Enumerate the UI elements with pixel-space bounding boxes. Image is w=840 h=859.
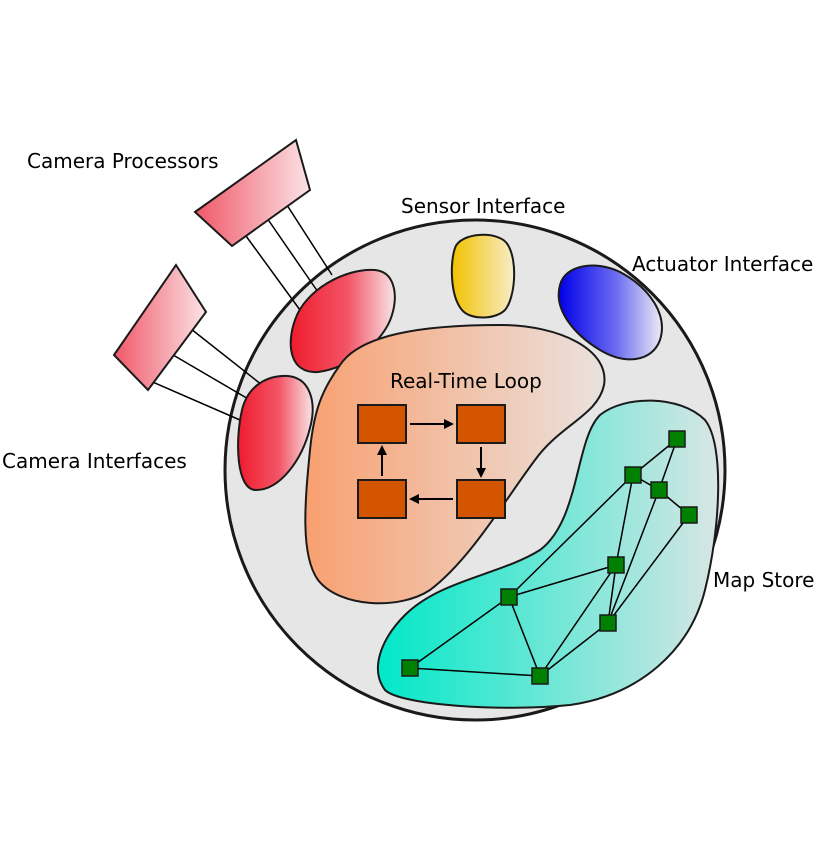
loop-box-icon: [456, 404, 506, 444]
camera-interface-icon: [237, 374, 314, 492]
actuator-interface-label: Actuator Interface: [632, 252, 813, 276]
map-node-icon: [500, 588, 518, 606]
map-node-icon: [401, 659, 419, 677]
camera-interfaces-label: Camera Interfaces: [2, 449, 187, 473]
camera-processor-icon: [193, 138, 312, 248]
sensor-interface-icon: [450, 233, 516, 319]
camera-processors-label: Camera Processors: [27, 149, 219, 173]
map-node-icon: [680, 506, 698, 524]
map-node-icon: [607, 556, 625, 574]
map-node-icon: [650, 481, 668, 499]
map-node-icon: [668, 430, 686, 448]
loop-arrows: [377, 419, 486, 504]
map-node-icon: [599, 614, 617, 632]
loop-boxes: [357, 404, 506, 519]
loop-box-icon: [357, 479, 407, 519]
actuator-interface-icon: [557, 264, 663, 361]
camera-processor-icon: [112, 263, 208, 392]
map-node-icon: [531, 667, 549, 685]
real-time-loop-label: Real-Time Loop: [390, 369, 542, 393]
loop-box-icon: [357, 404, 407, 444]
map-node-icon: [624, 466, 642, 484]
map-graph-nodes: [401, 430, 698, 685]
map-store-label: Map Store: [713, 568, 814, 592]
sensor-interface-label: Sensor Interface: [401, 194, 565, 218]
loop-box-icon: [456, 479, 506, 519]
